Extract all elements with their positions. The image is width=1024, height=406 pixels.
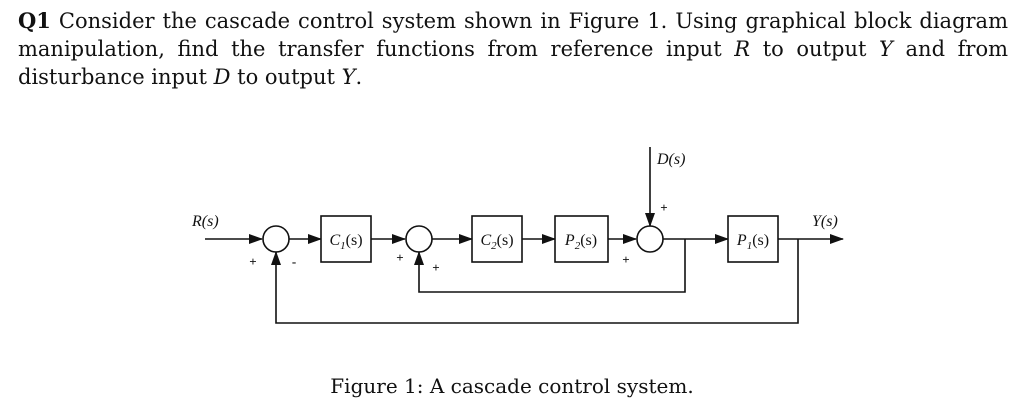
sign-sum3-disturbance: +	[660, 200, 667, 215]
block-p2	[554, 215, 609, 263]
question-text: Q1 Consider the cascade control system s…	[18, 8, 1008, 89]
signal-label-output: Y(s)	[812, 213, 838, 230]
sign-sum3-forward: +	[622, 252, 629, 267]
summing-junction-2	[405, 225, 433, 253]
block-p2-label: P2(s)	[564, 232, 597, 252]
sign-sum2-forward: +	[396, 250, 403, 265]
block-c2-label: C2(s)	[480, 232, 513, 252]
var-y: Y	[879, 37, 893, 61]
block-p1	[727, 215, 779, 263]
block-c2	[471, 215, 523, 263]
figure-caption: Figure 1: A cascade control system.	[330, 374, 694, 398]
signal-label-disturbance: D(s)	[656, 151, 685, 168]
summing-junction-3	[636, 225, 664, 253]
var-y-2: Y	[341, 65, 356, 89]
block-c1-label: C1(s)	[329, 232, 362, 252]
summing-junction-1	[262, 225, 290, 253]
var-r: R	[734, 37, 751, 61]
block-p1-label: P1(s)	[736, 232, 769, 252]
sign-sum1-ref: +	[249, 254, 256, 269]
sign-sum1-feedback: -	[292, 254, 296, 269]
sign-sum2-feedback: +	[432, 260, 439, 275]
question-number: Q1	[18, 8, 51, 33]
var-d: D	[213, 65, 231, 89]
signal-label-reference: R(s)	[191, 213, 219, 230]
inner-feedback-path	[414, 239, 686, 293]
outer-feedback-path	[271, 239, 799, 324]
